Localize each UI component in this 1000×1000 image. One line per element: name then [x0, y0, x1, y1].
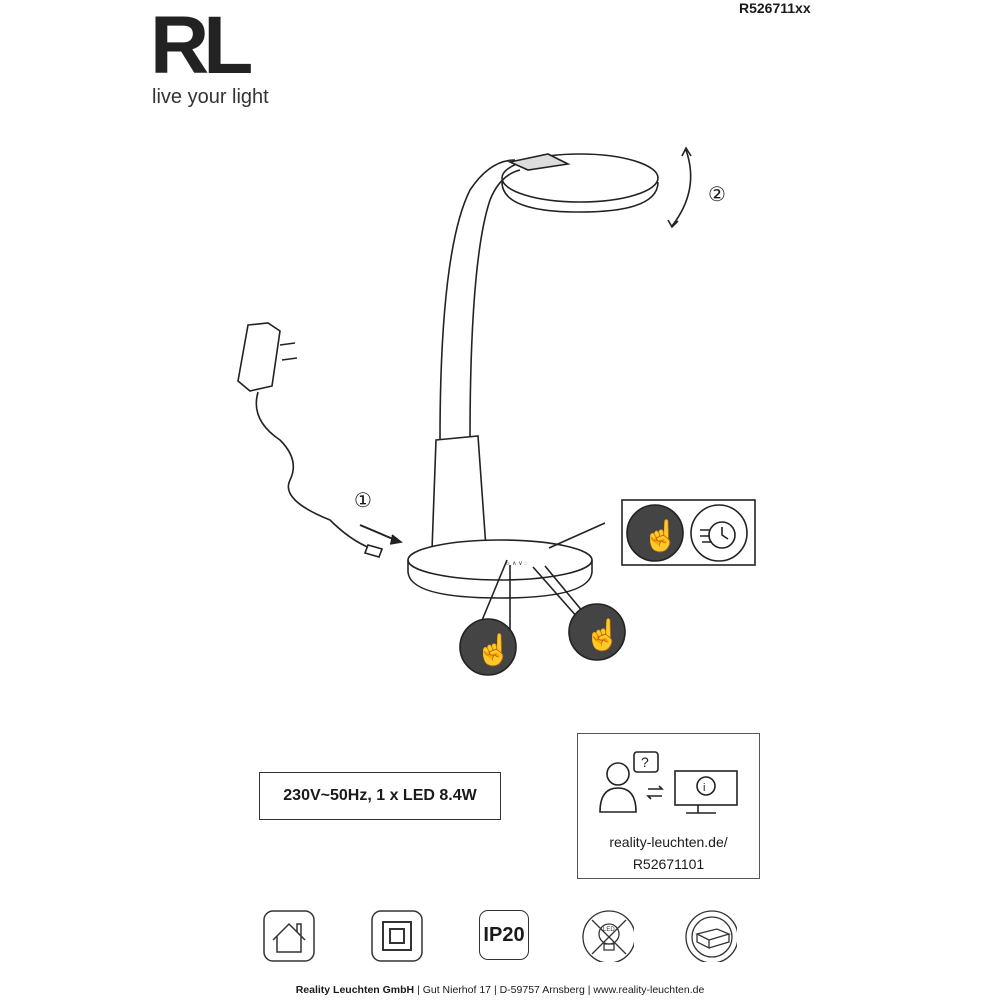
- brand-logo: RL: [150, 0, 253, 91]
- timer-icon: [690, 504, 748, 562]
- rotate-arrow: [671, 149, 692, 227]
- footer-city: D-59757 Arnsberg: [499, 984, 585, 996]
- lamp-stem: [431, 435, 487, 551]
- lamp-head-rim: [501, 181, 659, 213]
- driver-not-replaceable-icon: [685, 910, 737, 962]
- footer-company: Reality Leuchten GmbH: [295, 984, 415, 996]
- power-adapter: [237, 322, 281, 392]
- user-icon: [599, 762, 637, 813]
- led-label: LED: [603, 927, 615, 933]
- svg-text:☝: ☝: [475, 631, 512, 668]
- ip-rating-badge: IP20: [479, 910, 529, 960]
- info-url[interactable]: reality-leuchten.de/: [609, 834, 728, 850]
- article-number: R526711xx: [739, 0, 811, 16]
- spec-text: 230V~50Hz, 1 x LED 8.4W: [283, 787, 477, 804]
- exchange-arrows-icon: [646, 785, 664, 800]
- svg-text:?: ?: [641, 754, 649, 770]
- indoor-use-icon: [263, 910, 315, 962]
- svg-text:☝: ☝: [642, 517, 679, 554]
- lamp-base: [407, 539, 593, 581]
- svg-text:i: i: [703, 782, 705, 794]
- spec-box: 230V~50Hz, 1 x LED 8.4W: [259, 772, 501, 820]
- footer-separator: |: [587, 984, 591, 996]
- step-1-label: ①: [354, 490, 372, 512]
- question-bubble-icon: ?: [633, 751, 659, 773]
- touch-onoff-icon: [459, 618, 517, 676]
- info-box: ? i reality-leuchten.de/ R52671101: [577, 733, 760, 879]
- footer: Reality Leuchten GmbH | Gut Nierhof 17 |…: [0, 984, 1000, 996]
- protection-class-2-icon: [371, 910, 423, 962]
- led-not-replaceable-icon: LED: [582, 910, 634, 962]
- lamp-arm: [439, 159, 516, 441]
- footer-separator: |: [417, 984, 420, 996]
- svg-text:☝: ☝: [584, 616, 621, 653]
- monitor-info-icon: i: [674, 770, 738, 814]
- touch-icon: [626, 504, 684, 562]
- svg-text:☼ ∧ ∨ ◌: ☼ ∧ ∨ ◌: [505, 561, 528, 567]
- footer-separator: |: [493, 984, 497, 996]
- power-cable: [255, 391, 371, 549]
- touch-dim-icon: [568, 603, 626, 661]
- lamp-illustration: ☼ ∧ ∨ ◌ ☝ ☝ ☝: [237, 146, 756, 676]
- footer-street: Gut Nierhof 17: [422, 984, 492, 996]
- info-code: R52671101: [632, 856, 705, 872]
- step-2-label: ②: [708, 184, 726, 206]
- footer-website[interactable]: www.reality-leuchten.de: [593, 984, 705, 996]
- brand-tagline: live your light: [152, 86, 269, 108]
